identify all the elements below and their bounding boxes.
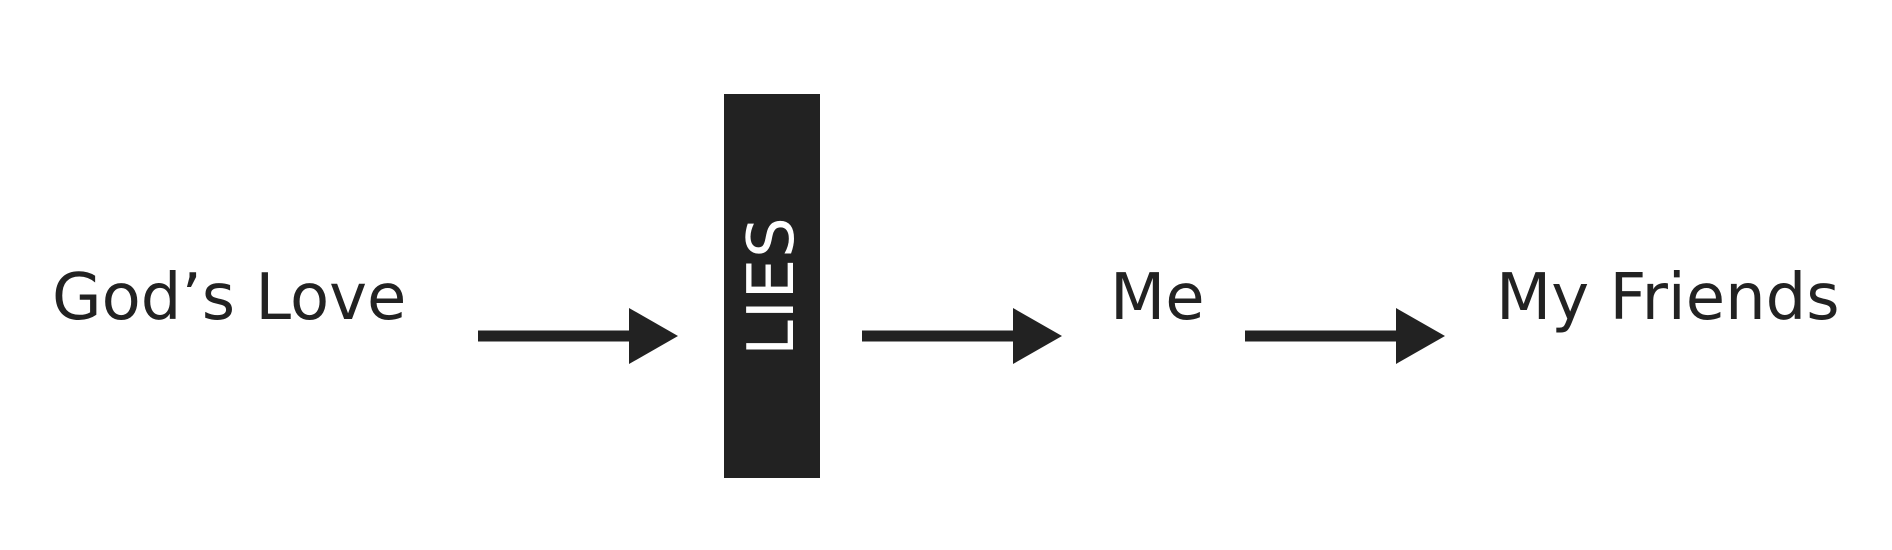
node-me: Me [1110,261,1205,335]
arrow-gods-love-to-lies [478,308,678,364]
lies-barrier: LIES [724,94,820,478]
node-lies: LIES [735,216,809,356]
arrow-lies-to-me [862,308,1062,364]
node-my-friends: My Friends [1496,261,1840,335]
node-gods-love: God’s Love [52,261,407,335]
arrow-me-to-my-friends [1245,308,1445,364]
